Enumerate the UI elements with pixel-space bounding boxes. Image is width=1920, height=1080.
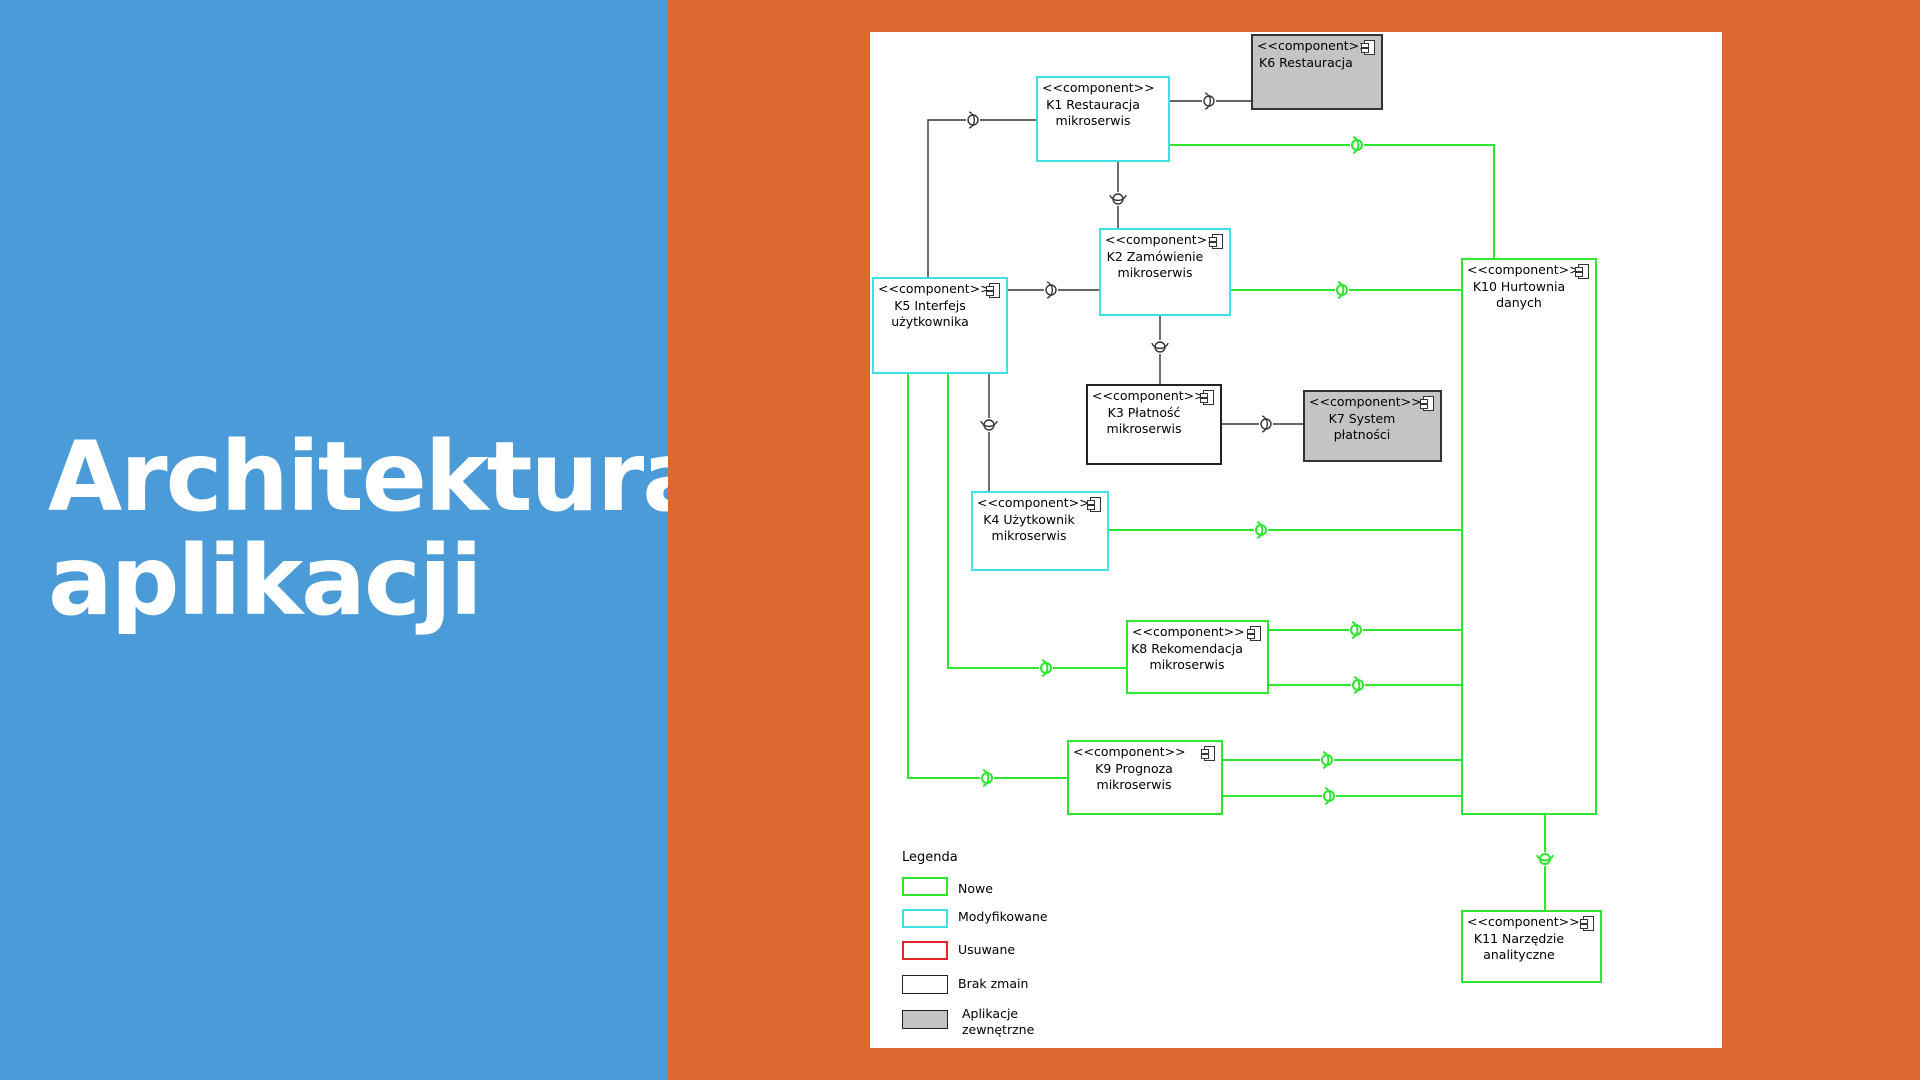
- component-icon: [1201, 746, 1215, 761]
- component-icon: [1580, 916, 1594, 931]
- component-stereotype: <<component>>: [1132, 624, 1245, 639]
- component-k3: <<component>> K3 Płatność mikroserwis: [1086, 384, 1222, 465]
- component-label: K6 Restauracja: [1259, 55, 1353, 70]
- component-label: K8 Rekomendacja mikroserwis: [1131, 641, 1243, 672]
- interface-socket: [1322, 750, 1330, 770]
- interface-socket: [1261, 415, 1269, 433]
- interface-socket: [1324, 786, 1332, 806]
- component-label: K1 Restauracja mikroserwis: [1046, 97, 1140, 128]
- interface-socket: [1109, 194, 1127, 202]
- legend-swatch-external: [902, 1010, 948, 1029]
- component-stereotype: <<component>>: [1042, 80, 1155, 95]
- component-label: K2 Zamówienie mikroserwis: [1106, 249, 1204, 280]
- component-label: K7 System płatności: [1328, 411, 1396, 442]
- slide-title: Architektura aplikacji: [48, 421, 707, 637]
- component-icon: [1087, 497, 1101, 512]
- component-icon: [1247, 626, 1261, 641]
- legend-label-external: Aplikacje zewnętrzne: [961, 1006, 1035, 1037]
- component-icon: [1575, 264, 1589, 279]
- component-k2: <<component>> K2 Zamówienie mikroserwis: [1099, 228, 1231, 316]
- interface-socket: [1041, 658, 1049, 678]
- interface-socket: [968, 111, 976, 129]
- interface-ball: [1154, 341, 1166, 353]
- legend-swatch-modified: [902, 909, 948, 928]
- interface-socket: [1352, 135, 1360, 155]
- component-k9: <<component>> K9 Prognoza mikroserwis: [1067, 740, 1223, 815]
- interface-ball: [967, 114, 979, 126]
- interface-ball: [1260, 418, 1272, 430]
- legend-label-modified: Modyfikowane: [958, 909, 1048, 924]
- component-stereotype: <<component>>: [1105, 232, 1218, 247]
- legend-swatch-unchanged: [902, 975, 948, 994]
- interface-socket: [980, 420, 998, 428]
- component-stereotype: <<component>>: [878, 281, 991, 296]
- component-stereotype: <<component>>: [1073, 744, 1186, 759]
- connector-line: [1364, 144, 1495, 258]
- interface-ball: [1112, 193, 1124, 205]
- connector-layer: [907, 92, 1555, 910]
- connector-line: [907, 374, 980, 779]
- legend-swatch-new: [902, 877, 948, 896]
- component-icon: [986, 283, 1000, 298]
- component-label: K3 Płatność mikroserwis: [1106, 405, 1182, 436]
- component-stereotype: <<component>>: [1309, 394, 1422, 409]
- legend-label-unchanged: Brak zmain: [958, 976, 1029, 991]
- component-stereotype: <<component>>: [1092, 388, 1205, 403]
- connector-line: [947, 374, 1039, 669]
- component-k1: <<component>> K1 Restauracja mikroserwis: [1036, 76, 1170, 162]
- interface-socket: [1046, 281, 1054, 299]
- interface-socket: [1351, 620, 1359, 640]
- interface-socket: [1151, 342, 1169, 350]
- component-stereotype: <<component>>: [1467, 262, 1580, 277]
- component-icon: [1209, 234, 1223, 249]
- interface-socket: [1337, 280, 1345, 300]
- component-k10: <<component>> K10 Hurtownia danych: [1461, 258, 1597, 815]
- legend-swatch-removed: [902, 941, 948, 960]
- legend-label-new: Nowe: [958, 881, 993, 896]
- component-k6: <<component>> K6 Restauracja: [1251, 34, 1383, 110]
- interface-ball: [1203, 95, 1215, 107]
- component-icon: [1361, 40, 1375, 55]
- legend-title: Legenda: [902, 850, 958, 865]
- component-stereotype: <<component>>: [1467, 914, 1580, 929]
- interface-socket: [982, 768, 990, 788]
- component-icon: [1420, 396, 1434, 411]
- component-diagram: <<component>> K1 Restauracja mikroserwis…: [870, 32, 1722, 1048]
- interface-socket: [1204, 92, 1212, 110]
- interface-socket: [1535, 854, 1555, 862]
- component-k5: <<component>> K5 Interfejs użytkownika: [872, 277, 1008, 374]
- component-stereotype: <<component>>: [1257, 38, 1370, 53]
- legend-label-removed: Usuwane: [958, 942, 1016, 957]
- component-k7: <<component>> K7 System płatności: [1303, 390, 1442, 462]
- component-k8: <<component>> K8 Rekomendacja mikroserwi…: [1126, 620, 1269, 694]
- slide-title-line1: Architektura: [48, 421, 707, 533]
- component-label: K11 Narzędzie analityczne: [1473, 931, 1565, 962]
- component-k4: <<component>> K4 Użytkownik mikroserwis: [971, 491, 1109, 571]
- interface-ball: [1045, 284, 1057, 296]
- component-label: K5 Interfejs użytkownika: [891, 298, 969, 329]
- interface-socket: [1256, 520, 1264, 540]
- component-icon: [1200, 390, 1214, 405]
- component-stereotype: <<component>>: [977, 495, 1090, 510]
- interface-ball: [983, 419, 995, 431]
- slide-title-line2: aplikacji: [48, 525, 483, 637]
- left-panel: Architektura aplikacji: [0, 0, 707, 1080]
- component-label: K4 Użytkownik mikroserwis: [983, 512, 1075, 543]
- interface-socket: [1353, 675, 1361, 695]
- connector-line: [927, 119, 966, 277]
- component-label: K10 Hurtownia danych: [1472, 279, 1566, 310]
- component-label: K9 Prognoza mikroserwis: [1095, 761, 1173, 792]
- component-k11: <<component>> K11 Narzędzie analityczne: [1461, 910, 1602, 983]
